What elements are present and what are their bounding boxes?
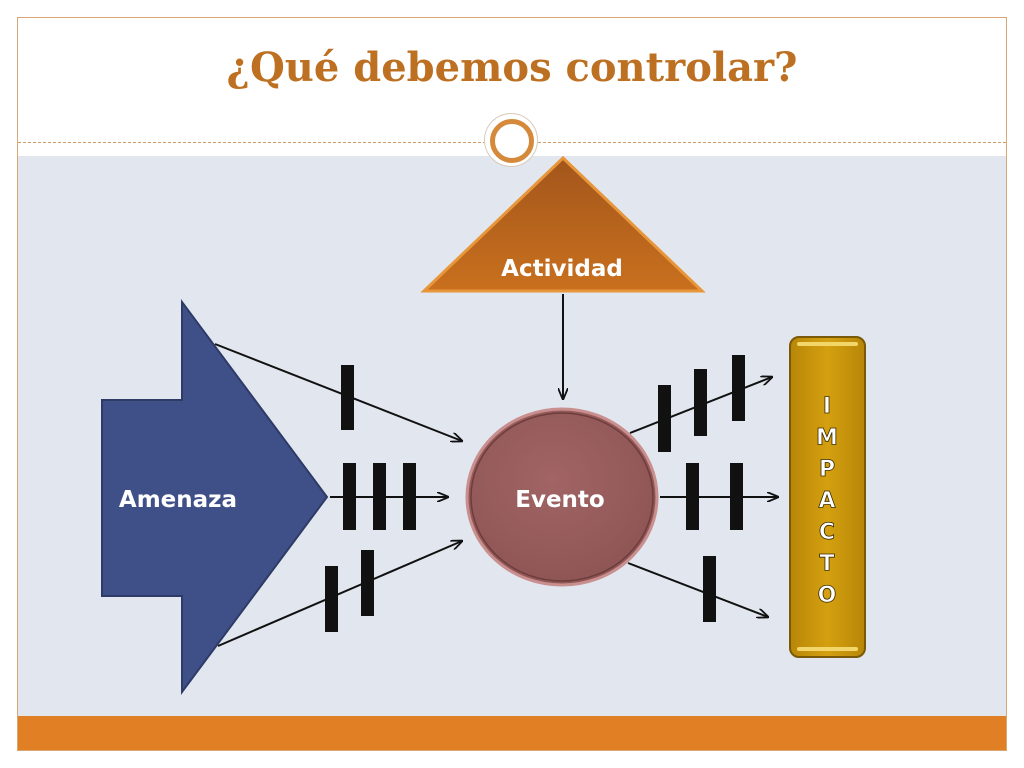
arrow-threat-to-event-top: [214, 343, 462, 441]
impact-letter: A: [818, 489, 835, 514]
barrier-bar: [658, 385, 671, 452]
barrier-bar: [325, 566, 338, 632]
impact-letter: I: [823, 394, 831, 419]
footer-bar: [18, 716, 1006, 750]
impact-letter: T: [819, 552, 834, 577]
barrier-bar: [730, 463, 743, 530]
barrier-bar: [703, 556, 716, 622]
impact-letter: M: [816, 426, 838, 451]
slide-title: ¿Qué debemos controlar?: [226, 44, 798, 91]
barrier-bar: [732, 355, 745, 421]
barrier-bar: [361, 550, 374, 616]
barrier-bar: [373, 463, 386, 530]
event-label: Evento: [515, 487, 604, 513]
slide-frame: [17, 17, 1007, 751]
barrier-bars: [325, 355, 745, 632]
threat-arrow: Amenaza: [101, 298, 329, 696]
barrier-bar: [343, 463, 356, 530]
arrow-event-to-impact-bottom: [627, 562, 768, 617]
barrier-bar: [694, 369, 707, 436]
event-circle: Evento: [465, 407, 659, 587]
impact-letter: C: [819, 520, 835, 545]
impact-letter: O: [818, 583, 837, 608]
activity-triangle: Actividad: [420, 155, 706, 293]
title-ring-ornament: [484, 113, 538, 167]
impact-letter: P: [819, 457, 835, 482]
barrier-bar: [403, 463, 416, 530]
threat-label: Amenaza: [119, 487, 237, 513]
barrier-bar: [686, 463, 699, 530]
connector-arrows: [214, 294, 778, 647]
barrier-bar: [341, 365, 354, 430]
activity-label: Actividad: [501, 256, 623, 282]
arrow-threat-to-event-bottom: [217, 541, 462, 647]
